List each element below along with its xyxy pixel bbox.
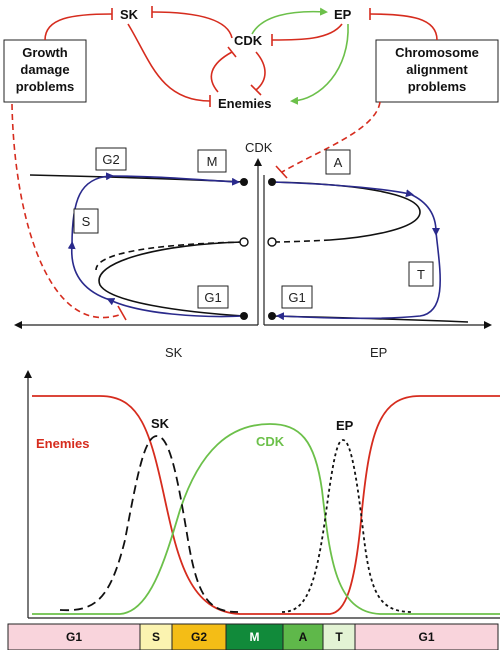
svg-text:A: A <box>334 155 343 170</box>
phase-left-x-label: SK <box>165 345 183 360</box>
phase-segment-label: S <box>152 630 160 644</box>
phase-box-a: A <box>325 149 351 175</box>
svg-text:Chromosome: Chromosome <box>395 45 479 60</box>
phase-segment-t: T <box>322 623 356 650</box>
phase-inhibition-bars <box>117 165 288 321</box>
svg-text:G1: G1 <box>204 290 221 305</box>
svg-text:T: T <box>417 267 425 282</box>
phase-segment-g1-end: G1 <box>354 623 499 650</box>
phase-segment-g1-start: G1 <box>7 623 141 650</box>
label-cdk: CDK <box>256 434 285 449</box>
phase-box-t: T <box>408 261 434 287</box>
chromosome-alignment-box: Chromosome alignment problems <box>375 39 499 103</box>
phase-segment-label: G1 <box>418 630 434 644</box>
time-course: Enemies SK CDK EP <box>24 370 500 619</box>
curve-enemies <box>32 395 500 615</box>
network-diagram: SK CDK EP Enemies Growth damage problems… <box>3 6 499 111</box>
trajectory <box>67 172 441 321</box>
svg-text:S: S <box>82 214 91 229</box>
left-nullcline-unstable <box>95 241 245 271</box>
curve-ep <box>281 439 413 613</box>
curve-cdk <box>32 423 500 615</box>
label-ep: EP <box>336 418 354 433</box>
growth-damage-box: Growth damage problems <box>3 39 87 103</box>
node-cdk: CDK <box>234 33 263 48</box>
node-sk: SK <box>120 7 139 22</box>
phase-plane: CDK SK EP <box>11 101 492 360</box>
node-enemies: Enemies <box>218 96 271 111</box>
phase-segment-label: G2 <box>191 630 207 644</box>
phase-segment-s: S <box>139 623 173 650</box>
time-course-axes <box>24 370 500 619</box>
inhibition-edges <box>44 6 438 107</box>
phase-axes <box>14 158 492 329</box>
phase-box-g1-left: G1 <box>197 285 229 309</box>
svg-text:damage: damage <box>20 62 69 77</box>
phase-inhibition-dashed <box>11 101 381 319</box>
label-sk: SK <box>151 416 170 431</box>
label-enemies: Enemies <box>36 436 89 451</box>
phase-right-x-label: EP <box>370 345 387 360</box>
phase-box-s: S <box>73 208 99 234</box>
svg-text:G2: G2 <box>102 152 119 167</box>
right-nullcline-unstable <box>271 239 331 243</box>
curve-sk <box>59 435 239 613</box>
svg-text:Growth: Growth <box>22 45 68 60</box>
phase-segment-g2: G2 <box>171 623 227 650</box>
svg-text:M: M <box>207 154 218 169</box>
phase-segment-label: T <box>335 630 343 644</box>
phase-segment-m: M <box>225 623 284 650</box>
svg-text:problems: problems <box>408 79 467 94</box>
phase-box-m: M <box>197 149 227 173</box>
phase-segment-label: G1 <box>66 630 82 644</box>
phase-bar: G1 S G2 M A T G1 <box>7 623 499 650</box>
phase-segment-a: A <box>282 623 324 650</box>
phase-box-g1-right: G1 <box>281 285 313 309</box>
phase-y-axis-label: CDK <box>245 140 273 155</box>
steady-states <box>239 178 277 320</box>
svg-text:alignment: alignment <box>406 62 468 77</box>
activation-edges <box>251 7 349 105</box>
svg-text:problems: problems <box>16 79 75 94</box>
node-ep: EP <box>334 7 352 22</box>
phase-segment-label: A <box>299 630 308 644</box>
phase-segment-label: M <box>250 630 260 644</box>
phase-box-g2: G2 <box>95 147 127 171</box>
svg-text:G1: G1 <box>288 290 305 305</box>
